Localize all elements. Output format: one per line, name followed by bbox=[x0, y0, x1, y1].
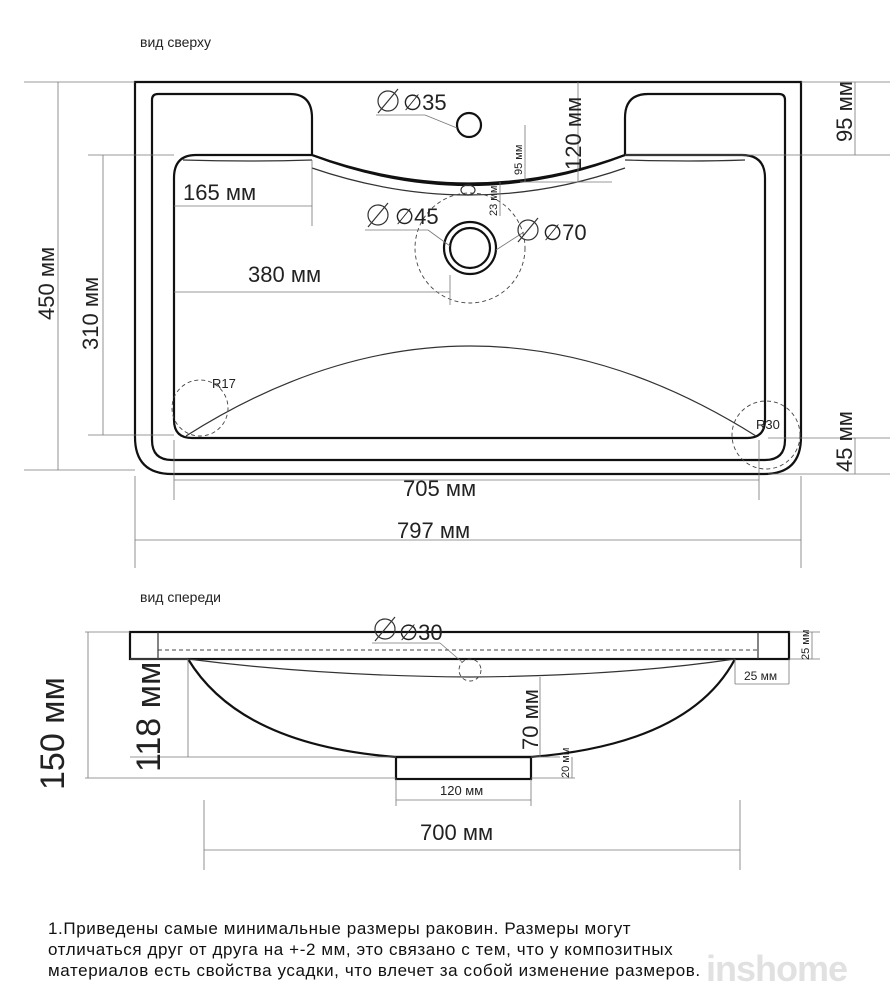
overflow-23-label: 23 мм bbox=[488, 186, 500, 216]
overflow-diameter-label: ∅30 bbox=[399, 620, 443, 645]
diameter-70-icon bbox=[517, 217, 539, 243]
front-overflow bbox=[458, 658, 482, 682]
drain-hole-outer bbox=[442, 220, 498, 276]
overflow-hole bbox=[460, 184, 476, 196]
front-bowl bbox=[187, 658, 736, 759]
front-slab bbox=[128, 630, 791, 661]
radius-r30-circle bbox=[731, 400, 801, 470]
tap-depth-95-label: 95 мм bbox=[513, 145, 525, 175]
drain-diameter-label: ∅45 bbox=[395, 204, 439, 229]
height-150-label: 150 мм bbox=[34, 677, 72, 790]
drain-height-20-label: 20 мм bbox=[560, 748, 572, 778]
depth-310-label: 310 мм bbox=[78, 277, 103, 350]
offset-165-label: 165 мм bbox=[183, 180, 256, 205]
diameter-35-icon bbox=[377, 88, 399, 114]
top-view-title: вид сверху bbox=[140, 34, 211, 50]
back-edge-95-label: 95 мм bbox=[832, 81, 857, 142]
dimensions-note: 1.Приведены самые минимальные размеры ра… bbox=[48, 918, 848, 981]
diameter-45-icon bbox=[367, 202, 389, 228]
top-inner-rim bbox=[150, 92, 787, 462]
width-797-label: 797 мм bbox=[397, 518, 470, 543]
bowl-depth-70-label: 70 мм bbox=[518, 689, 543, 750]
front-drain bbox=[394, 755, 533, 781]
width-700-label: 700 мм bbox=[420, 820, 493, 845]
front-edge-45-label: 45 мм bbox=[832, 411, 857, 472]
note-line-1: 1.Приведены самые минимальные размеры ра… bbox=[48, 919, 632, 938]
drain-ring-label: ∅70 bbox=[543, 220, 587, 245]
top-bowl-outline bbox=[172, 153, 767, 440]
front-view-title: вид спереди bbox=[140, 589, 221, 605]
watermark-logo: inshome bbox=[706, 948, 848, 989]
slab-25-label: 25 мм bbox=[800, 630, 812, 660]
radius-r17-circle bbox=[171, 379, 229, 437]
tap-depth-120-label: 120 мм bbox=[561, 97, 586, 170]
width-705-label: 705 мм bbox=[403, 476, 476, 501]
tap-hole bbox=[455, 111, 483, 139]
drain-ring bbox=[414, 192, 526, 304]
rim-25-label: 25 мм bbox=[744, 669, 777, 683]
height-118-label: 118 мм bbox=[130, 662, 168, 772]
bowl-front-curve bbox=[185, 345, 757, 437]
offset-380-label: 380 мм bbox=[248, 262, 321, 287]
top-outer-outline bbox=[133, 80, 803, 476]
radius-r30-label: R30 bbox=[756, 417, 780, 432]
diameter-30-icon bbox=[374, 616, 396, 642]
drain-hole-inner bbox=[448, 226, 492, 270]
note-line-3: материалов есть свойства усадки, что вле… bbox=[48, 961, 701, 980]
note-line-2: отличаться друг от друга на +-2 мм, это … bbox=[48, 940, 674, 959]
depth-450-label: 450 мм bbox=[34, 247, 59, 320]
drain-width-120-label: 120 мм bbox=[440, 783, 483, 798]
radius-r17-label: R17 bbox=[212, 376, 236, 391]
tap-diameter-label: ∅35 bbox=[403, 90, 447, 115]
